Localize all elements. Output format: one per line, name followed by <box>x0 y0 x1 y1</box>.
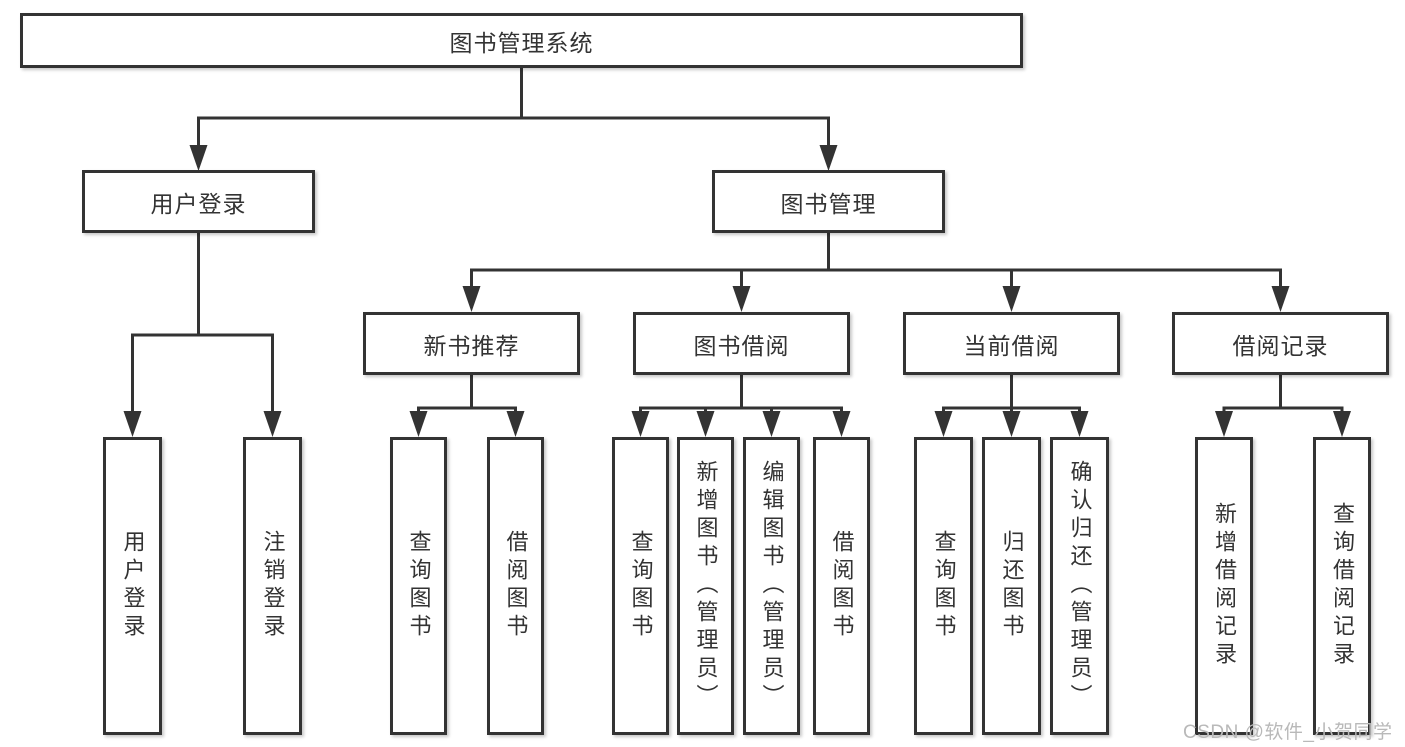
leaf-return-books-label: 归还图书 <box>999 530 1025 642</box>
node-book-management: 图书管理 <box>712 170 945 233</box>
leaf-query-books-borrow-label: 查询图书 <box>628 530 654 642</box>
node-root-label: 图书管理系统 <box>449 29 594 56</box>
leaf-borrow-books-label: 借阅图书 <box>829 530 855 642</box>
leaf-query-books-recommend: 查询图书 <box>390 437 447 735</box>
node-book-borrowing: 图书借阅 <box>633 312 850 375</box>
node-user-login-label: 用户登录 <box>150 190 247 217</box>
node-current-borrowing: 当前借阅 <box>903 312 1120 375</box>
leaf-edit-books-admin-label: 编辑图书（管理员） <box>759 460 785 712</box>
node-new-book-recommend: 新书推荐 <box>363 312 580 375</box>
node-new-book-recommend-label: 新书推荐 <box>423 332 520 359</box>
leaf-add-borrow-record-label: 新增借阅记录 <box>1212 502 1237 670</box>
leaf-add-borrow-record: 新增借阅记录 <box>1195 437 1253 735</box>
node-borrowing-records: 借阅记录 <box>1172 312 1389 375</box>
leaf-confirm-return-admin-label: 确认归还（管理员） <box>1067 460 1093 712</box>
leaf-logout: 注销登录 <box>243 437 302 735</box>
leaf-borrow-books-recommend: 借阅图书 <box>487 437 544 735</box>
csdn-watermark: CSDN @软件_小贺同学 <box>1183 722 1393 743</box>
node-borrowing-records-label: 借阅记录 <box>1232 332 1329 359</box>
leaf-logout-label: 注销登录 <box>260 530 286 642</box>
leaf-user-login-label: 用户登录 <box>120 530 146 642</box>
leaf-borrow-books-recommend-label: 借阅图书 <box>503 530 529 642</box>
leaf-query-books-recommend-label: 查询图书 <box>406 530 432 642</box>
node-root-system: 图书管理系统 <box>20 13 1023 68</box>
leaf-query-books-current-label: 查询图书 <box>931 530 957 642</box>
node-book-borrowing-label: 图书借阅 <box>693 332 790 359</box>
leaf-user-login: 用户登录 <box>103 437 162 735</box>
leaf-confirm-return-admin: 确认归还（管理员） <box>1050 437 1109 735</box>
leaf-return-books: 归还图书 <box>982 437 1041 735</box>
leaf-add-books-admin-label: 新增图书（管理员） <box>693 460 719 712</box>
leaf-borrow-books: 借阅图书 <box>813 437 870 735</box>
node-book-management-label: 图书管理 <box>780 190 877 217</box>
leaf-query-borrow-record-label: 查询借阅记录 <box>1330 502 1355 670</box>
node-current-borrowing-label: 当前借阅 <box>963 332 1060 359</box>
leaf-query-books-current: 查询图书 <box>914 437 973 735</box>
leaf-query-borrow-record: 查询借阅记录 <box>1313 437 1371 735</box>
leaf-add-books-admin: 新增图书（管理员） <box>677 437 734 735</box>
leaf-edit-books-admin: 编辑图书（管理员） <box>743 437 800 735</box>
node-user-login: 用户登录 <box>82 170 315 233</box>
leaf-query-books-borrow: 查询图书 <box>612 437 669 735</box>
